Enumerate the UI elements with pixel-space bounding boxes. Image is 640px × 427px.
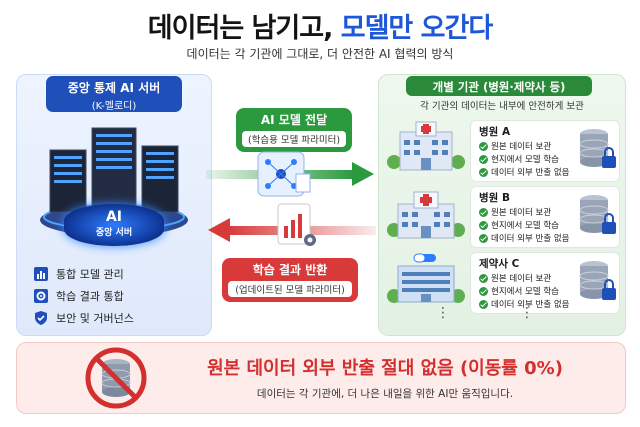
institution-name: 병원 B <box>479 192 510 204</box>
ai-badge-main: AI <box>105 209 123 225</box>
locked-database-icon <box>579 195 616 234</box>
institution-check: 현지에서 모델 학습 <box>479 285 559 297</box>
page-subtitle: 데이터는 각 기관에 그대로, 더 안전한 AI 협력의 방식 <box>186 47 454 61</box>
forward-flow-title: AI 모델 전달 <box>260 113 328 127</box>
check-label: 현지에서 모델 학습 <box>491 221 559 231</box>
central-server-subtitle: (K-멜로디) <box>91 101 137 112</box>
pharma-building-icon <box>387 253 465 303</box>
hospital-building-icon <box>387 121 465 171</box>
hospital-building-icon <box>387 191 465 239</box>
check-icon <box>479 233 488 243</box>
institution-check: 원본 데이터 보관 <box>479 272 551 284</box>
institutions-subtitle: 각 기관의 데이터는 내부에 안전하게 보관 <box>420 101 584 112</box>
forward-flow-subtitle: (학습용 모델 파라미터) <box>242 131 346 147</box>
check-label: 원본 데이터 보관 <box>491 208 552 218</box>
backward-flow-label: 학습 결과 반환 (업데이트된 모델 파라미터) <box>222 258 358 302</box>
check-label: 현지에서 모델 학습 <box>491 155 559 165</box>
institution-name: 병원 A <box>479 126 511 138</box>
results-report-icon <box>277 203 316 246</box>
feature-label: 학습 결과 통합 <box>56 290 124 303</box>
feature-result-integration: 학습 결과 통합 <box>34 288 124 304</box>
institution-check: 현지에서 모델 학습 <box>479 153 559 165</box>
institution-check: 데이터 외부 반출 없음 <box>479 166 570 178</box>
check-icon <box>479 220 488 230</box>
page-title: 데이터는 남기고, 모델만 오간다 <box>0 6 640 45</box>
gear-icon <box>34 289 48 303</box>
institution-name: 제약사 C <box>479 258 520 270</box>
central-server-header: 중앙 통제 AI 서버 (K-멜로디) <box>46 76 182 112</box>
backward-arrow-head <box>208 218 230 242</box>
check-icon <box>479 167 488 177</box>
central-server-title: 중앙 통제 AI 서버 <box>67 81 161 95</box>
check-label: 원본 데이터 보관 <box>491 274 552 284</box>
model-network-icon <box>257 151 311 197</box>
check-icon <box>479 154 488 164</box>
institutions-title: 개별 기관 (병원·제약사 등) <box>406 76 592 96</box>
bar-chart-icon <box>34 267 48 281</box>
title-part1: 데이터는 남기고, <box>147 13 334 44</box>
shield-check-icon <box>35 311 47 325</box>
feature-label: 통합 모델 관리 <box>56 268 124 281</box>
title-part2: 모델만 오간다 <box>340 13 493 44</box>
no-export-subtext: 데이터는 각 기관에, 더 나은 내일을 위한 AI만 움직입니다. <box>256 388 514 400</box>
check-icon <box>479 273 488 283</box>
check-label: 데이터 외부 반출 없음 <box>491 168 570 178</box>
feature-security: 보안 및 거버넌스 <box>34 310 134 326</box>
institution-check: 데이터 외부 반출 없음 <box>479 298 570 310</box>
ai-central-badge: AI 중앙 서버 <box>64 204 164 246</box>
institution-check: 현지에서 모델 학습 <box>479 219 559 231</box>
flow-arrows <box>206 151 376 246</box>
forward-flow-label: AI 모델 전달 (학습용 모델 파라미터) <box>236 108 352 152</box>
check-icon <box>479 207 488 217</box>
check-label: 현지에서 모델 학습 <box>491 287 559 297</box>
feature-model-management: 통합 모델 관리 <box>34 266 124 282</box>
more-institutions-indicator: ⋮ <box>436 305 450 321</box>
check-label: 원본 데이터 보관 <box>491 142 552 152</box>
check-icon <box>479 286 488 296</box>
no-export-headline: 원본 데이터 외부 반출 절대 없음 (이동률 0%) <box>207 358 563 379</box>
institution-check: 데이터 외부 반출 없음 <box>479 232 570 244</box>
forward-arrow-head <box>352 162 374 186</box>
check-label: 데이터 외부 반출 없음 <box>491 234 570 244</box>
check-icon <box>479 299 488 309</box>
institution-check: 원본 데이터 보관 <box>479 206 551 218</box>
locked-database-icon <box>579 261 616 300</box>
no-data-export-icon <box>85 347 147 409</box>
check-label: 데이터 외부 반출 없음 <box>491 300 570 310</box>
backward-flow-subtitle: (업데이트된 모델 파라미터) <box>228 281 352 297</box>
more-institutions-indicator: ⋮ <box>520 305 534 321</box>
check-icon <box>479 141 488 151</box>
feature-label: 보안 및 거버넌스 <box>56 312 134 325</box>
locked-database-icon <box>579 129 616 168</box>
backward-flow-title: 학습 결과 반환 <box>252 263 328 277</box>
institution-check: 원본 데이터 보관 <box>479 140 551 152</box>
ai-badge-sub: 중앙 서버 <box>95 228 133 238</box>
